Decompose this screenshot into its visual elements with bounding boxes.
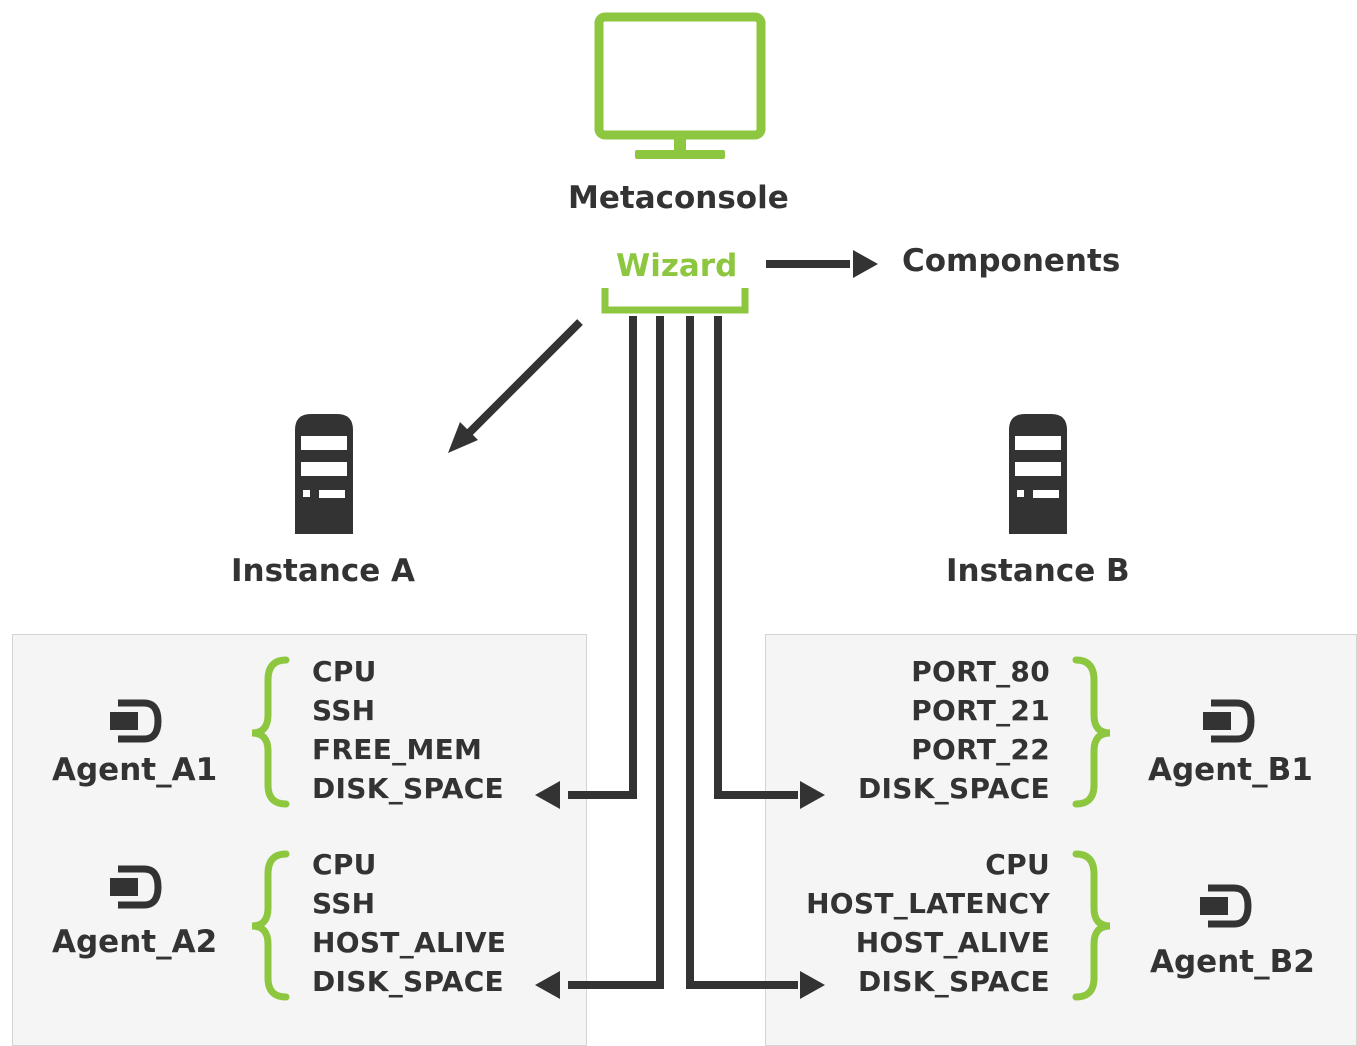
brace-agent-a2 xyxy=(251,850,290,1001)
instance-a-label: Instance A xyxy=(231,553,416,589)
agent-icon-b2 xyxy=(1200,884,1252,928)
wire-to-a2-disk-space xyxy=(568,316,664,989)
agent-icon-a1 xyxy=(110,699,162,743)
arrowhead-a2-disk-space xyxy=(535,971,560,999)
agent-b1-module: PORT_21 xyxy=(911,694,1050,727)
server-icon-instance-a xyxy=(295,414,353,534)
agent-a1-label: Agent_A1 xyxy=(52,752,218,788)
wizard-to-instance-a-line xyxy=(465,319,583,437)
agent-b2-module: HOST_LATENCY xyxy=(806,887,1050,920)
agent-b2-module: CPU xyxy=(985,848,1050,881)
agent-b1-module: PORT_22 xyxy=(911,733,1050,766)
components-label: Components xyxy=(902,243,1121,279)
agent-b1-label: Agent_B1 xyxy=(1148,752,1313,788)
agent-a2-label: Agent_A2 xyxy=(52,924,218,960)
agent-b2-module: DISK_SPACE xyxy=(858,965,1050,998)
instance-b-label: Instance B xyxy=(946,553,1130,589)
wire-to-b2-disk-space xyxy=(686,316,798,989)
instance-a-panel xyxy=(12,634,587,1046)
agent-b1-module: DISK_SPACE xyxy=(858,772,1050,805)
agent-b1-module: PORT_80 xyxy=(911,655,1050,688)
agent-a1-module: SSH xyxy=(312,694,376,727)
arrowhead-components xyxy=(853,250,878,278)
arrowhead-a1-disk-space xyxy=(535,781,560,809)
server-icon-instance-b xyxy=(1009,414,1067,534)
arrowhead-b1-disk-space xyxy=(800,781,825,809)
agent-icon-b1 xyxy=(1203,699,1255,743)
instance-b-panel xyxy=(765,634,1357,1046)
wire-to-a1-disk-space xyxy=(568,316,637,799)
brace-agent-b2 xyxy=(1072,850,1111,1001)
agent-a1-module: CPU xyxy=(312,655,377,688)
agent-a2-module: CPU xyxy=(312,848,377,881)
wizard-label: Wizard xyxy=(616,248,738,284)
agent-a1-module: DISK_SPACE xyxy=(312,772,504,805)
brace-agent-a1 xyxy=(251,656,290,808)
agent-icon-a2 xyxy=(110,865,162,909)
brace-agent-b1 xyxy=(1072,656,1111,808)
agent-a2-module: DISK_SPACE xyxy=(312,965,504,998)
metaconsole-label: Metaconsole xyxy=(568,180,789,216)
agent-a1-module: FREE_MEM xyxy=(312,733,483,766)
agent-b2-label: Agent_B2 xyxy=(1150,944,1315,980)
agent-a2-module: SSH xyxy=(312,887,376,920)
arrowhead-instance-a xyxy=(448,422,478,453)
agent-a2-module: HOST_ALIVE xyxy=(312,926,507,959)
arrowhead-b2-disk-space xyxy=(800,971,825,999)
agent-b2-module: HOST_ALIVE xyxy=(855,926,1050,959)
monitor-icon xyxy=(594,12,766,159)
wire-to-b1-disk-space xyxy=(714,316,798,799)
wizard-bracket xyxy=(601,288,749,314)
